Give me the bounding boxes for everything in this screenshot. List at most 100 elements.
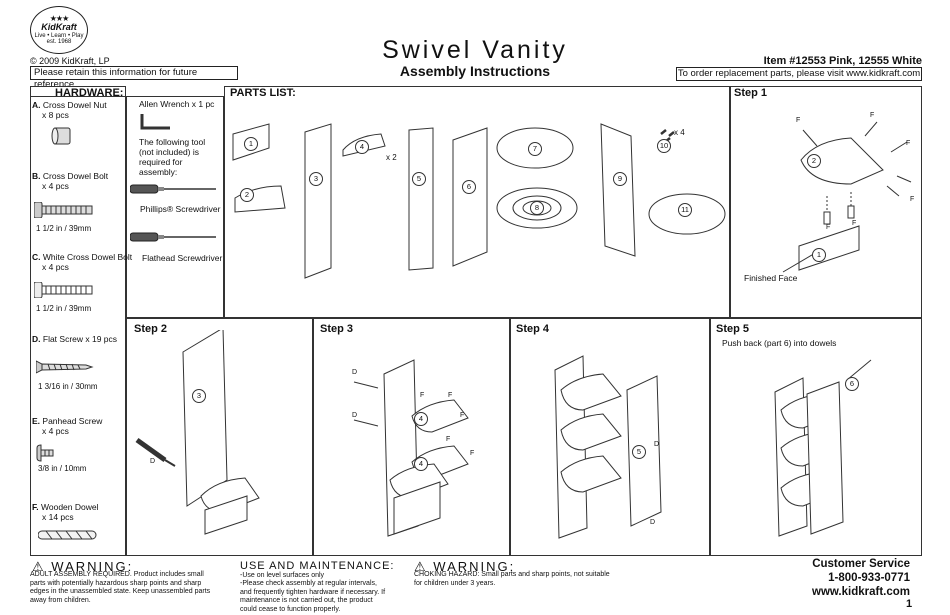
parts-list-heading: PARTS LIST: <box>230 87 296 99</box>
warning-text-2: CHOKING HAZARD: Small parts and sharp po… <box>414 571 610 587</box>
step3-part-4-a: 4 <box>414 412 428 426</box>
step1-part-2: 2 <box>807 154 821 168</box>
part-4-qty: x 2 <box>386 153 397 162</box>
step1-heading: Step 1 <box>734 87 768 99</box>
hardware-size-b: 1 1/2 in / 39mm <box>36 224 92 233</box>
hardware-item-f: F. Wooden Dowel x 14 pcs <box>32 502 99 522</box>
step3-panel <box>313 318 510 556</box>
hardware-size-d: 1 3/16 in / 30mm <box>38 382 98 391</box>
step5-drawing <box>774 359 872 537</box>
step2-label-d: D <box>150 458 156 465</box>
step2-panel <box>126 318 313 556</box>
step1-label-f-4: F <box>910 196 915 203</box>
flat-screw-icon <box>36 360 94 374</box>
part-number-9: 9 <box>613 172 627 186</box>
phillips-label: Phillips® Screwdriver <box>140 204 221 214</box>
hardware-item-e: E. Panhead Screw x 4 pcs <box>32 416 103 436</box>
allen-wrench-label: Allen Wrench x 1 pc <box>139 99 215 109</box>
step3-label-d-1: D <box>352 369 358 376</box>
part-number-1: 1 <box>244 137 258 151</box>
step4-drawing <box>554 355 662 539</box>
step1-part-1: 1 <box>812 248 826 262</box>
step4-heading: Step 4 <box>516 323 550 335</box>
step1-panel <box>730 86 922 318</box>
hardware-heading: HARDWARE: <box>55 87 124 99</box>
step3-label-f-3: F <box>460 412 465 419</box>
step2-drawing <box>135 330 260 535</box>
use-text-2: -Please check assembly at regular interv… <box>240 580 386 613</box>
phillips-screwdriver-icon <box>130 184 216 194</box>
step1-drawing <box>782 121 912 273</box>
step5-note: Push back (part 6) into dowels <box>722 338 837 348</box>
part-number-2: 2 <box>240 188 254 202</box>
step5-part-6: 6 <box>845 377 859 391</box>
customer-service-heading: Customer Service <box>812 558 910 570</box>
allen-wrench-icon <box>140 114 170 130</box>
step2-part-3: 3 <box>192 389 206 403</box>
white-cross-dowel-bolt-icon <box>34 282 93 298</box>
tools-panel <box>126 96 224 318</box>
step1-label-f-2: F <box>870 112 875 119</box>
use-text-1: -Use on level surfaces only <box>240 572 325 579</box>
step4-panel <box>510 318 710 556</box>
hardware-panel <box>30 86 126 556</box>
stars-icon: ★★★ <box>49 13 69 23</box>
part-number-4: 4 <box>355 140 369 154</box>
step2-heading: Step 2 <box>134 323 168 335</box>
warning-text-1: ADULT ASSEMBLY REQUIRED. Product include… <box>30 571 211 604</box>
hardware-item-b: B. Cross Dowel Bolt x 4 pcs <box>32 171 109 191</box>
item-number: Item #12553 Pink, 12555 White <box>763 55 922 67</box>
tools-note: The following tool (not included) is req… <box>139 137 206 177</box>
panhead-screw-icon <box>36 444 54 462</box>
part-number-8: 8 <box>530 201 544 215</box>
step3-label-f-5: F <box>470 450 475 457</box>
customer-service: Customer Service 1-800-933-0771 www.kidk… <box>790 557 910 599</box>
part-number-5: 5 <box>412 172 426 186</box>
part-number-3: 3 <box>309 172 323 186</box>
customer-service-web[interactable]: www.kidkraft.com <box>812 586 910 598</box>
step3-heading: Step 3 <box>320 323 354 335</box>
warning-heading-2: ⚠ WARNING: <box>414 559 516 574</box>
flathead-screwdriver-icon <box>130 232 216 242</box>
step1-label-f-1: F <box>796 117 801 124</box>
hardware-item-a: A. Cross Dowel Nut x 8 pcs <box>32 100 107 120</box>
flathead-label: Flathead Screwdriver <box>142 253 223 263</box>
step1-label-f-3: F <box>906 140 911 147</box>
step3-drawing <box>353 359 469 537</box>
step5-heading: Step 5 <box>716 323 750 335</box>
step4-part-5: 5 <box>632 445 646 459</box>
logo-tagline: Live • Learn • Play <box>34 32 84 39</box>
part-number-11: 11 <box>678 203 692 217</box>
parts-list-panel <box>224 86 730 318</box>
use-maintenance-heading: USE AND MAINTENANCE: <box>240 560 395 572</box>
cross-dowel-nut-icon <box>51 127 71 145</box>
step3-label-f-2: F <box>448 392 453 399</box>
hardware-item-c: C. White Cross Dowel Bolt x 4 pcs <box>32 252 133 272</box>
wooden-dowel-icon <box>38 530 97 540</box>
part-number-7: 7 <box>528 142 542 156</box>
part-10-qty: x 4 <box>674 128 685 137</box>
hardware-item-d: D. Flat Screw x 19 pcs <box>32 334 118 344</box>
step1-label-f-5: F <box>826 224 831 231</box>
logo-est: est. 1968 <box>46 38 72 45</box>
page-subtitle: Assembly Instructions <box>399 63 551 79</box>
page-title: Swivel Vanity <box>382 36 568 64</box>
page-number: 1 <box>906 598 913 610</box>
step1-label-f-6: F <box>852 220 857 227</box>
step5-panel <box>710 318 922 556</box>
parts-drawing <box>232 123 726 279</box>
warning-triangle-icon: ⚠ <box>414 559 428 574</box>
copyright: © 2009 KidKraft, LP <box>30 56 110 66</box>
order-notice: To order replacement parts, please visit… <box>676 67 922 81</box>
step3-label-f-4: F <box>446 436 451 443</box>
hardware-size-c: 1 1/2 in / 39mm <box>36 304 92 313</box>
part-number-10: 10 <box>657 139 671 153</box>
warning-heading-1: ⚠ WARNING: <box>32 559 134 574</box>
step4-label-d-1: D <box>654 441 660 448</box>
warning-triangle-icon: ⚠ <box>32 559 46 574</box>
part-number-6: 6 <box>462 180 476 194</box>
step3-label-f-1: F <box>420 392 425 399</box>
logo-brand: KidKraft <box>41 22 77 33</box>
cross-dowel-bolt-icon <box>34 202 93 218</box>
finished-face-label: Finished Face <box>744 273 798 283</box>
